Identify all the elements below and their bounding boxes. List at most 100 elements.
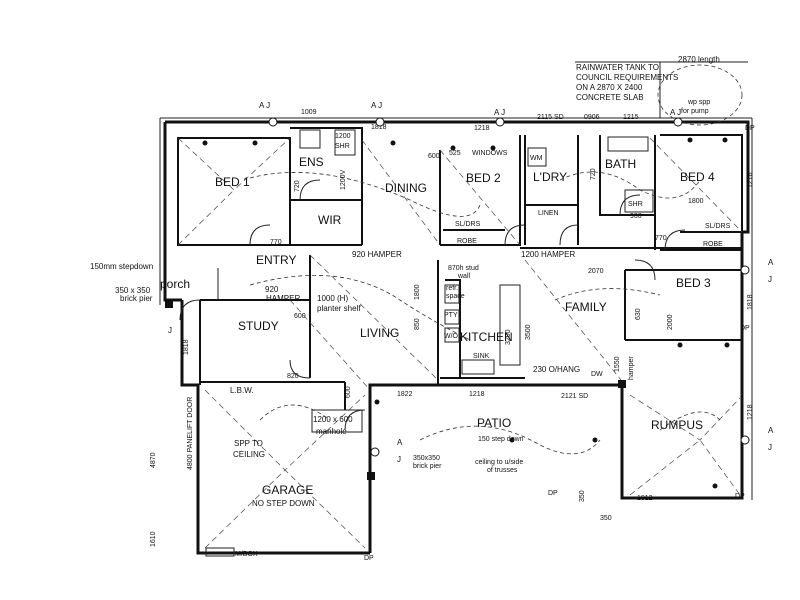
plan-label: SHR (628, 201, 643, 208)
plan-label: 2070 (588, 268, 604, 275)
plan-label: 1200V (340, 169, 347, 190)
plan-label: brick pier (413, 463, 442, 470)
plan-label: 350 x 350 (115, 286, 151, 295)
light-points (202, 137, 730, 489)
plan-label: 1610 (150, 531, 157, 547)
plan-label: wp spp (687, 99, 710, 106)
plan-label: WINDOWS (472, 150, 508, 157)
room-ens: ENS (299, 155, 324, 169)
plan-label: A (768, 426, 774, 435)
room-entry: ENTRY (256, 253, 296, 267)
room-family: FAMILY (565, 300, 607, 314)
plan-label: 2870 length (678, 55, 720, 64)
plan-label: 1822 (397, 391, 413, 398)
plan-label: 2121 SD (561, 393, 588, 400)
plan-label: 630 (635, 308, 642, 320)
room-dining: DINING (385, 181, 427, 195)
plan-label: manhole (316, 427, 347, 436)
plan-label: DP (548, 490, 558, 497)
electrical-circuits (249, 64, 743, 455)
room-wir: WIR (318, 213, 342, 227)
plan-label: SHR (335, 143, 350, 150)
brick-piers (165, 300, 626, 480)
plan-label: 1800 (414, 284, 421, 300)
plan-label: ROBE (703, 241, 723, 248)
plan-label: 1200 HAMPER (521, 250, 575, 259)
plan-label: SL/DRS (705, 223, 731, 230)
plan-label: 1218 (474, 125, 490, 132)
room-rumpus: RUMPUS (651, 418, 703, 432)
plan-label: of trusses (487, 467, 518, 474)
plan-label: 1200 x 600 (313, 415, 353, 424)
plan-label: planter shelf (317, 304, 361, 313)
garage-note: NO STEP DOWN (252, 499, 315, 508)
plan-label: for pump (681, 108, 709, 115)
notes: RAINWATER TANK TO COUNCIL REQUIREMENTS O… (90, 55, 731, 558)
plan-label: 870h stud (448, 265, 479, 272)
plan-label: 820 (287, 373, 299, 380)
plan-label: PTY (444, 312, 458, 319)
plan-label: 600 (428, 153, 440, 160)
plan-label: DW (591, 371, 603, 378)
plan-label: refr. (446, 285, 458, 292)
room-bed4: BED 4 (680, 170, 715, 184)
plan-label: 150mm stepdown (90, 262, 153, 271)
plan-label: 2115 SD (537, 114, 564, 121)
plan-label: 2000 (667, 314, 674, 330)
plan-label: 350 (579, 490, 586, 502)
plan-label: 1818 (747, 294, 754, 310)
roof-lines (177, 137, 743, 549)
plan-label: 900 (630, 213, 642, 220)
plan-label: 1550 (614, 356, 621, 372)
plan-label: DP (745, 125, 755, 132)
plan-label: 1215 (623, 114, 639, 121)
plan-label: 350x350 (413, 455, 440, 462)
room-labels: BED 1 ENS WIR DINING BED 2 L'DRY BATH BE… (160, 155, 715, 508)
plan-label: 1009 (301, 109, 317, 116)
room-study: STUDY (238, 319, 279, 333)
plan-label: 1218 (469, 391, 485, 398)
plan-label: 920 (265, 285, 279, 294)
rainwater-tank (575, 61, 748, 118)
section-markers: A J A J A J A J A J A J A J J (168, 101, 774, 464)
outer-walls (159, 117, 753, 555)
plan-label: 4870 (150, 452, 157, 468)
plan-label: LINEN (538, 210, 559, 217)
room-kitchen: KITCHEN (460, 330, 513, 344)
plan-label: 150 step down (478, 436, 524, 443)
plan-label: 1218 (747, 172, 754, 188)
plan-label: COUNCIL REQUIREMENTS (576, 73, 678, 82)
plan-label: 3200 (505, 329, 512, 345)
dimensions: 1009 1818 1218 2115 SD 0906 1215 1200 12… (150, 109, 755, 562)
room-bath: BATH (605, 157, 636, 171)
plan-label: SL/DRS (455, 221, 481, 228)
plan-label: A J (259, 101, 270, 110)
plan-label: J (768, 443, 772, 452)
plan-label: 0906 (584, 114, 600, 121)
room-patio: PATIO (477, 416, 511, 430)
plan-label: M/BOX (235, 551, 258, 558)
plan-label: 1218 (747, 404, 754, 420)
plan-label: 1812 (637, 495, 653, 502)
plan-label: CONCRETE SLAB (576, 93, 644, 102)
plan-label: 720 (294, 180, 301, 192)
plan-label: 525 (449, 150, 461, 157)
plan-label: 920 HAMPER (352, 250, 402, 259)
room-garage: GARAGE (262, 483, 313, 497)
plan-label: HAMPER (266, 294, 300, 303)
fixtures (205, 129, 654, 557)
plan-label: 1000 (H) (317, 294, 348, 303)
plan-label: SPP TO (234, 439, 263, 448)
room-bed2: BED 2 (466, 171, 501, 185)
plan-label: W/O (444, 333, 459, 340)
plan-label: 4800 PANELIFT DOOR (187, 397, 194, 470)
room-ldry: L'DRY (533, 170, 567, 184)
plan-label: wall (457, 273, 471, 280)
plan-label: A J (371, 101, 382, 110)
plan-label: ON A 2870 X 2400 (576, 83, 643, 92)
plan-label: 230 O/HANG (533, 365, 580, 374)
plan-label: A J (670, 108, 681, 117)
plan-label: 770 (655, 235, 667, 242)
plan-label: WM (530, 155, 543, 162)
